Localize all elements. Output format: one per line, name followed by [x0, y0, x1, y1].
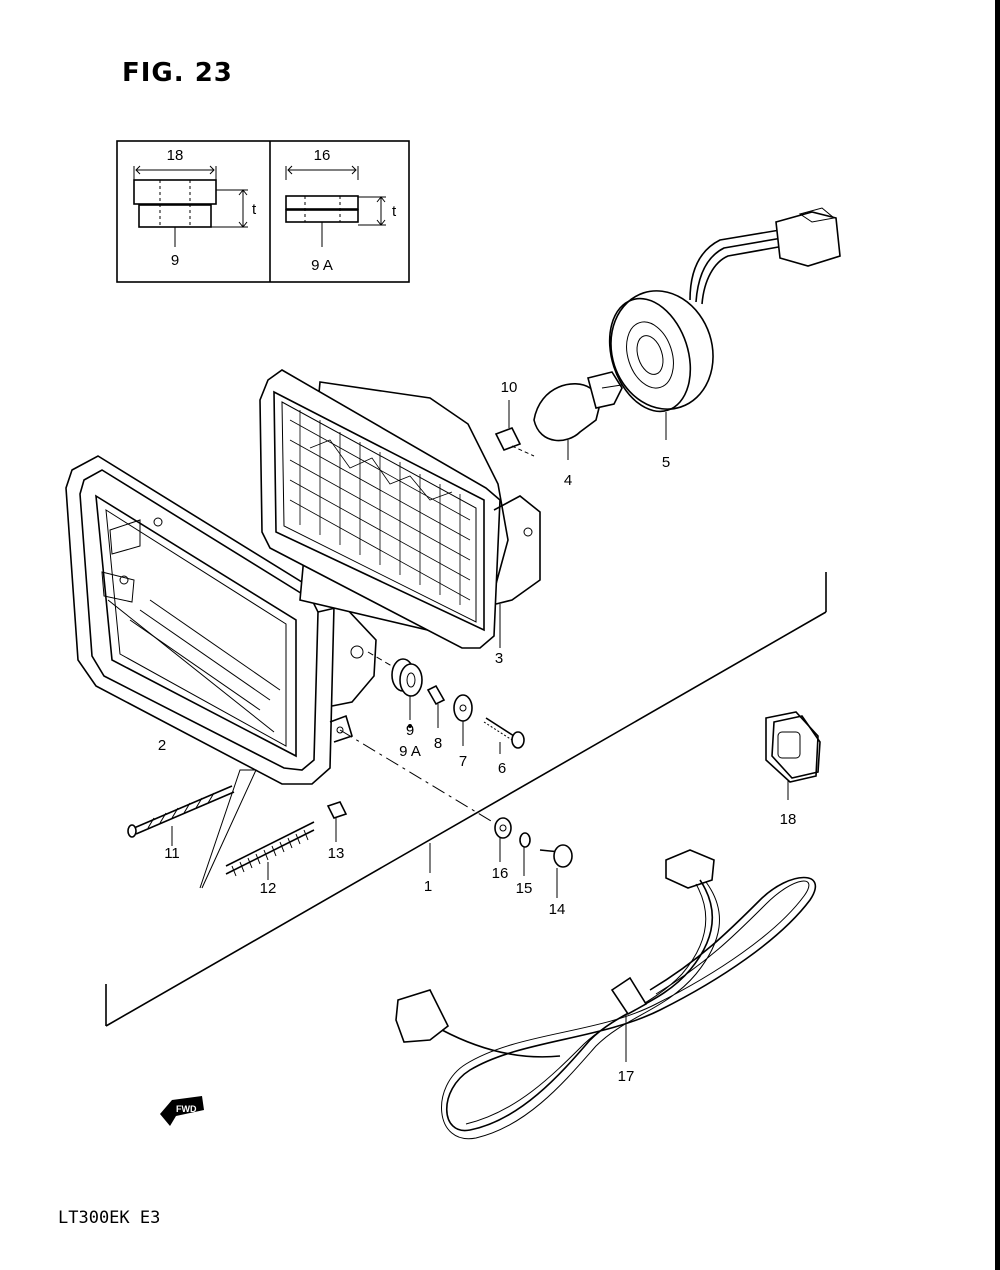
part-labels: 1 2 3 4 5 6 7 8 9 9 A 10 11 12 13 14 15 …: [158, 379, 797, 1085]
inset-right-dimension: 16: [314, 147, 331, 164]
aim-adjust-hardware: [127, 769, 348, 889]
part-label-17: 17: [618, 1068, 635, 1085]
part-label-9a: 9 A: [399, 743, 421, 760]
inset-right-thickness-label: t: [392, 203, 397, 220]
part-label-18: 18: [780, 811, 797, 828]
part-label-1: 1: [424, 878, 432, 895]
headlight-housing: [65, 455, 377, 785]
clip-nut: [494, 400, 535, 457]
headlight-lens-unit: [259, 369, 541, 649]
part-label-5: 5: [662, 454, 670, 471]
part-label-14: 14: [549, 901, 566, 918]
part-label-4: 4: [564, 472, 572, 489]
figure-title: FIG. 23: [122, 58, 233, 88]
forward-direction-arrow-icon: FWD: [160, 1096, 204, 1126]
inset-left-dimension: 18: [167, 147, 184, 164]
mounting-hardware-upper: [367, 651, 525, 754]
assembly-bracket-outline: [105, 572, 827, 1027]
part-label-15: 15: [516, 880, 533, 897]
model-code: LT300EK E3: [58, 1208, 161, 1228]
inset-left-thickness-label: t: [252, 201, 257, 218]
part-label-6: 6: [498, 760, 506, 777]
fwd-label: FWD: [176, 1104, 197, 1114]
inset-right-part-label: 9 A: [311, 257, 333, 274]
inset-left-part-label: 9: [171, 252, 179, 269]
part-label-9: 9: [406, 722, 414, 739]
part-label-12: 12: [260, 880, 277, 897]
bulb: [533, 371, 629, 460]
page-edge-bar: [995, 0, 1000, 1270]
part-label-7: 7: [459, 753, 467, 770]
part-label-11: 11: [164, 845, 180, 862]
part-label-3: 3: [495, 650, 503, 667]
wiring-harness: [395, 849, 817, 1140]
grommet: [765, 711, 821, 800]
part-label-13: 13: [328, 845, 345, 862]
bulb-socket: [608, 207, 841, 440]
dimension-inset: 18 t 9 16 t 9 A: [116, 140, 410, 283]
part-label-8: 8: [434, 735, 442, 752]
part-label-16: 16: [492, 865, 509, 882]
part-label-10: 10: [501, 379, 518, 396]
mounting-hardware-lower: [339, 729, 573, 898]
part-label-2: 2: [158, 737, 166, 754]
